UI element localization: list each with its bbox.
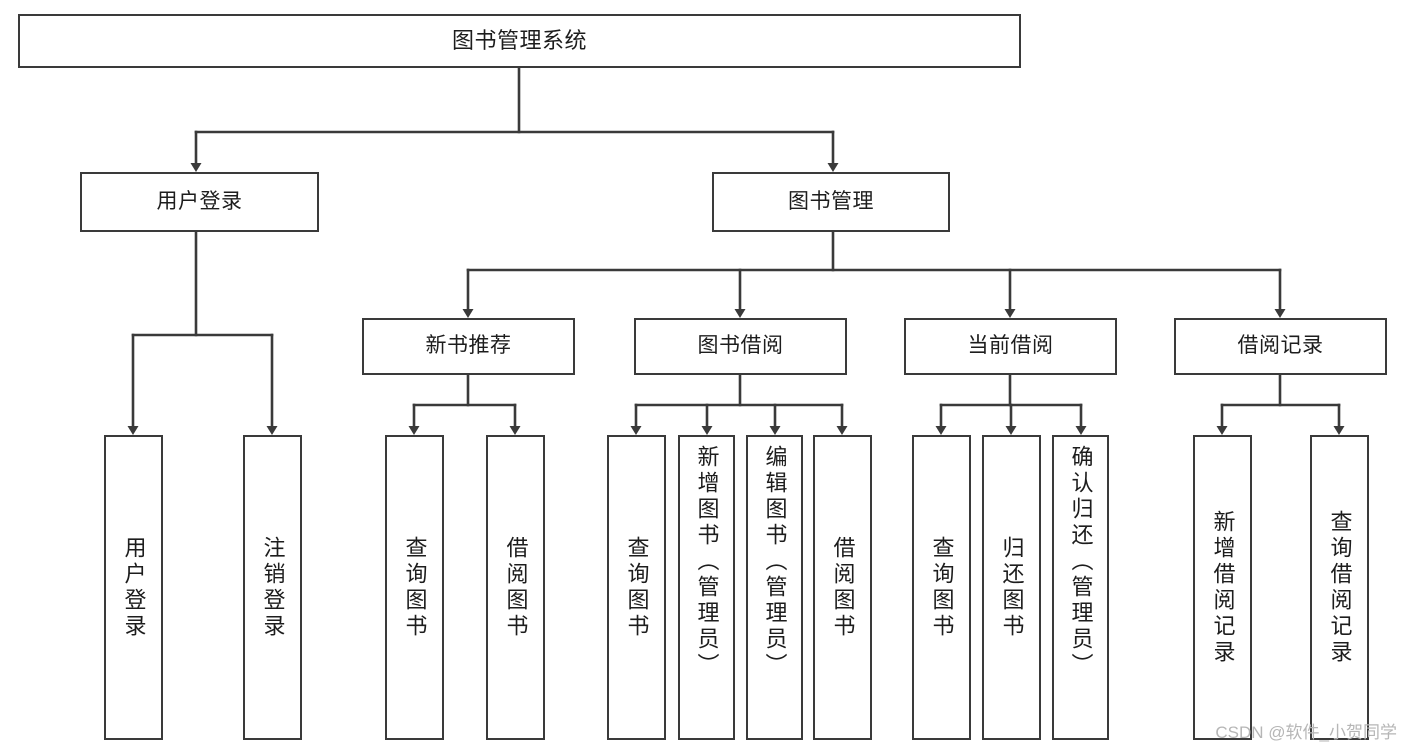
- node-leaf-query-book-3-label: 查询图书: [929, 535, 955, 640]
- node-leaf-confirm-return-label: 确认归还（管理员）: [1068, 445, 1094, 679]
- node-leaf-borrow-book-1-label: 借阅图书: [503, 535, 529, 640]
- node-leaf-borrow-book-2[interactable]: 借阅图书: [813, 435, 872, 740]
- node-leaf-logout-label: 注销登录: [260, 535, 286, 640]
- node-current-borrow-label: 当前借阅: [967, 334, 1054, 358]
- csdn-watermark: CSDN @软件_小贺同学: [1215, 723, 1397, 742]
- node-leaf-add-record[interactable]: 新增借阅记录: [1193, 435, 1252, 740]
- node-leaf-borrow-book-2-label: 借阅图书: [830, 535, 856, 640]
- node-root-label: 图书管理系统: [451, 28, 587, 54]
- node-leaf-user-login-label: 用户登录: [121, 535, 147, 640]
- node-leaf-add-book-label: 新增图书（管理员）: [694, 445, 720, 679]
- node-root[interactable]: 图书管理系统: [18, 14, 1021, 68]
- node-leaf-query-record-label: 查询借阅记录: [1327, 509, 1353, 666]
- node-user-login-label: 用户登录: [156, 189, 243, 213]
- node-leaf-query-book-2-label: 查询图书: [624, 535, 650, 640]
- node-leaf-edit-book-label: 编辑图书（管理员）: [762, 445, 788, 679]
- node-leaf-confirm-return[interactable]: 确认归还（管理员）: [1052, 435, 1109, 740]
- node-current-borrow[interactable]: 当前借阅: [904, 318, 1117, 375]
- node-borrow-record[interactable]: 借阅记录: [1174, 318, 1387, 375]
- node-leaf-query-book-3[interactable]: 查询图书: [912, 435, 971, 740]
- node-leaf-logout[interactable]: 注销登录: [243, 435, 302, 740]
- node-user-login[interactable]: 用户登录: [80, 172, 319, 232]
- node-leaf-user-login[interactable]: 用户登录: [104, 435, 163, 740]
- node-leaf-borrow-book-1[interactable]: 借阅图书: [486, 435, 545, 740]
- node-leaf-query-record[interactable]: 查询借阅记录: [1310, 435, 1369, 740]
- node-book-manage[interactable]: 图书管理: [712, 172, 950, 232]
- node-leaf-add-book[interactable]: 新增图书（管理员）: [678, 435, 735, 740]
- node-leaf-query-book-2[interactable]: 查询图书: [607, 435, 666, 740]
- node-new-book-recommend[interactable]: 新书推荐: [362, 318, 575, 375]
- node-leaf-add-record-label: 新增借阅记录: [1210, 509, 1236, 666]
- node-leaf-return-book[interactable]: 归还图书: [982, 435, 1041, 740]
- node-borrow-record-label: 借阅记录: [1237, 334, 1324, 358]
- node-book-borrow-label: 图书借阅: [697, 334, 784, 358]
- node-leaf-query-book-1-label: 查询图书: [402, 535, 428, 640]
- node-book-borrow[interactable]: 图书借阅: [634, 318, 847, 375]
- node-book-manage-label: 图书管理: [788, 189, 874, 213]
- node-leaf-return-book-label: 归还图书: [999, 535, 1025, 640]
- node-new-book-recommend-label: 新书推荐: [425, 334, 512, 358]
- node-leaf-edit-book[interactable]: 编辑图书（管理员）: [746, 435, 803, 740]
- node-leaf-query-book-1[interactable]: 查询图书: [385, 435, 444, 740]
